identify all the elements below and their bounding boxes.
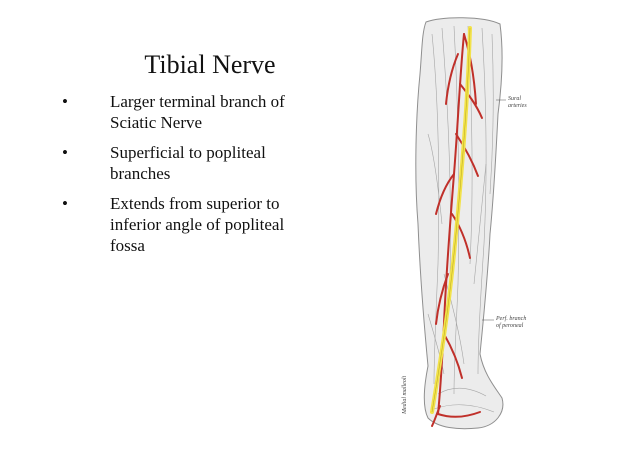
tibial-nerve-edge — [431, 27, 471, 413]
label-sural-1: Sural — [508, 96, 521, 102]
bullet-text: Extends from superior to inferior angle … — [110, 194, 285, 255]
bullet-text: Larger terminal branch of Sciatic Nerve — [110, 92, 285, 132]
label-sural-2: arteries — [508, 103, 527, 109]
leg-anatomy-illustration: Sural arteries Perf. branch of peroneal … — [398, 14, 558, 444]
bullet-item: • Extends from superior to inferior angl… — [62, 193, 322, 256]
bullet-marker: • — [62, 92, 68, 111]
bullet-marker: • — [62, 143, 68, 162]
bullet-text: Superficial to popliteal branches — [110, 143, 266, 183]
bullet-marker: • — [62, 194, 68, 213]
label-medial-malleoli: Medial malleoli — [402, 376, 408, 415]
leg-anatomy-svg: Sural arteries Perf. branch of peroneal … — [402, 17, 527, 430]
bullet-item: • Superficial to popliteal branches — [62, 142, 322, 184]
label-perf-2: of peroneal — [496, 322, 524, 329]
artery-branches — [431, 33, 483, 427]
label-perf-1: Perf. branch — [495, 315, 526, 322]
bullet-list: • Larger terminal branch of Sciatic Nerv… — [62, 91, 322, 265]
bullet-item: • Larger terminal branch of Sciatic Nerv… — [62, 91, 322, 133]
slide-title: Tibial Nerve — [144, 50, 276, 79]
